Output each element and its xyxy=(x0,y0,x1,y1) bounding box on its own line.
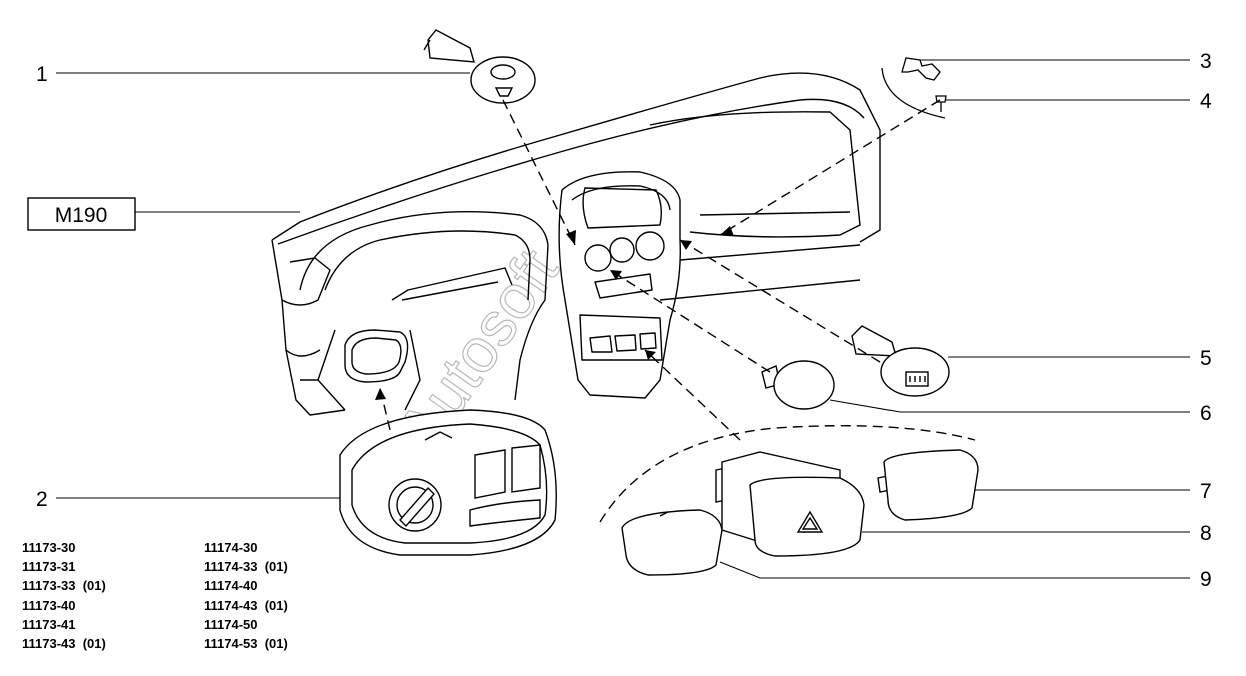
dashboard-panel xyxy=(271,72,881,416)
part-1-round-switch xyxy=(423,29,536,104)
part-4-screw xyxy=(935,95,947,112)
model-codes-left: 11173-30 11173-31 11173-33 (01) 11173-40… xyxy=(22,538,106,653)
model-label-box xyxy=(27,197,136,231)
model-code: 11173-30 xyxy=(22,540,76,555)
assembly-lines xyxy=(379,99,941,441)
leader-lines xyxy=(56,59,1190,579)
callout-1: 1 xyxy=(36,63,48,86)
part-6-blank-plug xyxy=(761,360,835,410)
callout-8: 8 xyxy=(1200,522,1212,545)
callout-2: 2 xyxy=(36,488,48,511)
model-code: 11173-43 (01) xyxy=(22,636,106,652)
callout-6: 6 xyxy=(1200,402,1212,425)
model-codes-right: 11174-30 11174-33 (01) 11174-40 11174-43… xyxy=(204,538,288,653)
callout-5: 5 xyxy=(1200,347,1212,370)
switch-group-outline xyxy=(599,425,976,523)
model-code: 11173-33 (01) xyxy=(22,578,106,594)
part-3-clip xyxy=(881,57,946,119)
model-code: 11174-50 xyxy=(204,616,258,632)
callout-4: 4 xyxy=(1200,90,1212,113)
part-2-light-switch-unit xyxy=(339,409,557,556)
model-code: 11174-53 (01) xyxy=(204,636,288,652)
callout-3: 3 xyxy=(1200,50,1212,73)
model-code: 11173-31 xyxy=(22,559,76,575)
callout-9: 9 xyxy=(1200,568,1212,591)
assembly-arrowheads xyxy=(375,226,734,400)
model-code: 11173-41 xyxy=(22,616,76,632)
model-code: 11174-40 xyxy=(204,578,258,594)
part-7-blank-switch xyxy=(877,449,979,521)
model-code: 11174-30 xyxy=(204,540,258,555)
model-code: 11174-43 (01) xyxy=(204,597,288,613)
model-code: 11174-33 (01) xyxy=(204,559,288,575)
model-code: 11173-40 xyxy=(22,597,76,613)
part-9-blank-switch xyxy=(621,509,723,576)
part-8-hazard-switch xyxy=(715,451,865,557)
callout-7: 7 xyxy=(1200,480,1212,503)
model-label: M190 xyxy=(55,204,108,227)
part-5-rear-defrost-switch xyxy=(851,325,950,397)
